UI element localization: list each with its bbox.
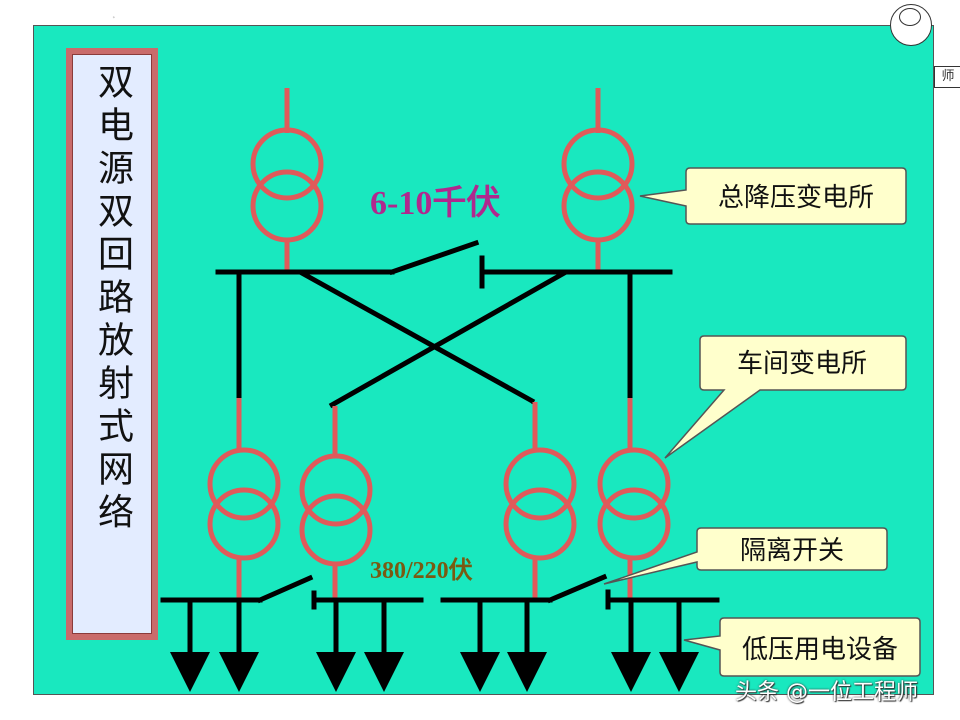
- callout-isolating-switch: 隔离开关: [603, 527, 888, 585]
- callout-workshop-substation-text: 车间变电所: [737, 349, 867, 379]
- workshop-transformer-1: [207, 447, 281, 561]
- callout-main-substation: 总降压变电所: [639, 167, 907, 225]
- title-box: 双电源双回路放射式网络: [66, 48, 158, 640]
- workshop-transformer-3: [503, 447, 577, 561]
- callout-main-substation-text: 总降压变电所: [718, 183, 874, 213]
- callout-lv-equipment: 低压用电设备: [683, 617, 921, 677]
- high-voltage-label: 6-10千伏: [370, 184, 500, 222]
- callout-isolating-switch-text: 隔离开关: [740, 536, 844, 566]
- radial-feeders: [236, 269, 633, 409]
- workshop-transformer-4: [597, 447, 671, 561]
- main-transformer-left: [250, 127, 324, 243]
- callout-workshop-substation: 车间变电所: [664, 335, 907, 459]
- callout-lv-equipment-text: 低压用电设备: [742, 635, 898, 665]
- logo-icon: [890, 4, 932, 46]
- lv-busbar-left: [160, 574, 424, 610]
- lv-busbar-right: [440, 573, 720, 610]
- watermark: 头条 @一位工程师: [735, 680, 918, 705]
- incoming-feeders: [284, 88, 601, 133]
- main-transformer-right: [561, 127, 635, 243]
- workshop-transformer-2: [299, 453, 373, 567]
- load-feeders: [170, 600, 699, 692]
- low-voltage-label: 380/220伏: [370, 557, 473, 584]
- diagram-title: 双电源双回路放射式网络: [92, 63, 133, 536]
- logo-tag: 师: [934, 66, 960, 88]
